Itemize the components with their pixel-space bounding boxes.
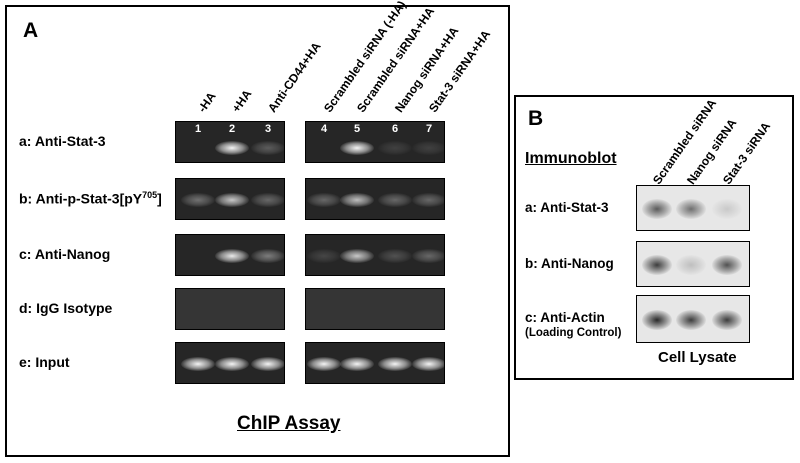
immunoblot-heading: Immunoblot [525,150,617,167]
row-label-0: a: Anti-Stat-3 [19,133,106,149]
immunoblot-row-label-2: c: Anti-Actin [525,310,605,325]
band-a-row0-lane5 [340,141,374,155]
band-a-row2-lane7 [412,249,444,263]
row-label-suffix: ] [157,190,162,207]
band-a-row2-lane3 [251,249,284,263]
band-a-row2-lane2 [215,249,249,263]
band-b-row0-lane1 [642,199,672,219]
lane-number-4: 4 [320,123,328,135]
row-label-2: c: Anti-Nanog [19,246,110,262]
band-a-row0-lane3 [251,141,284,155]
lane-number-3: 3 [264,123,272,135]
chip-assay-title: ChIP Assay [237,413,341,434]
immunoblot-row-label-0: a: Anti-Stat-3 [525,200,609,215]
lane-number-7: 7 [425,123,433,135]
band-a-row0-lane6 [378,141,412,155]
immunoblot-blot-0 [636,185,750,231]
gel-a-row0-block2: 4 5 6 7 [305,121,445,163]
gel-a-row2-block1 [175,234,285,276]
lane-label-1: -HA [195,89,219,116]
gel-a-row4-block2 [305,342,445,384]
gel-a-row3-block2 [305,288,445,330]
gel-a-row3-block1 [175,288,285,330]
row-label-text: c: Anti-Nanog [19,246,111,262]
band-b-row1-lane3 [712,255,742,275]
band-a-row2-lane4 [307,249,341,263]
gel-a-row1-block2 [305,178,445,220]
lane-number-6: 6 [391,123,399,135]
band-a-row2-lane6 [378,249,412,263]
band-b-row1-lane1 [642,255,672,275]
band-a-row4-lane5 [340,357,374,371]
lane-number-5: 5 [353,123,361,135]
band-a-row0-lane2 [215,141,249,155]
row-label-text: b: Anti-p-Stat-3[pY [19,190,143,207]
band-a-row1-lane7 [412,193,444,207]
band-a-row4-lane3 [251,357,284,371]
band-a-row1-lane2 [215,193,249,207]
row-label-text: d: IgG Isotype [19,300,113,316]
band-a-row0-lane7 [412,141,444,155]
immunoblot-blot-2 [636,295,750,343]
band-a-row1-lane3 [251,193,284,207]
band-b-row0-lane3 [712,199,742,219]
gel-a-row0-block1: 1 2 3 [175,121,285,163]
band-a-row2-lane5 [340,249,374,263]
lane-label-3: Anti-CD44+HA [265,39,324,116]
loading-control-label: (Loading Control) [525,327,622,339]
cell-lysate-label: Cell Lysate [658,349,737,366]
panel-b-letter: B [528,107,544,130]
row-label-3: d: IgG Isotype [19,300,112,316]
lane-label-7: Stat-3 siRNA+HA [426,27,494,116]
band-a-row4-lane2 [215,357,249,371]
lane-label-2: +HA [229,87,255,116]
band-a-row1-lane1 [181,193,215,207]
band-a-row1-lane5 [340,193,374,207]
band-b-row2-lane2 [676,310,706,330]
band-a-row1-lane6 [378,193,412,207]
band-b-row2-lane3 [712,310,742,330]
band-b-row0-lane2 [676,199,706,219]
lane-number-1: 1 [194,123,202,135]
immunoblot-row-label-1: b: Anti-Nanog [525,256,614,271]
row-label-text: a: Anti-Stat-3 [19,133,106,149]
band-a-row1-lane4 [307,193,341,207]
band-a-row4-lane4 [307,357,341,371]
row-label-text: e: Input [19,354,70,370]
gel-a-row2-block2 [305,234,445,276]
panel-a-letter: A [23,19,39,42]
row-label-4: e: Input [19,354,70,370]
band-a-row4-lane6 [378,357,412,371]
row-label-1: b: Anti-p-Stat-3[pY705] [19,190,162,207]
band-a-row4-lane1 [181,357,215,371]
row-label-superscript: 705 [142,190,158,200]
lane-number-2: 2 [228,123,236,135]
gel-a-row4-block1 [175,342,285,384]
band-b-row2-lane1 [642,310,672,330]
band-a-row4-lane7 [412,357,444,371]
immunoblot-blot-1 [636,241,750,287]
gel-a-row1-block1 [175,178,285,220]
band-b-row1-lane2 [676,255,706,275]
